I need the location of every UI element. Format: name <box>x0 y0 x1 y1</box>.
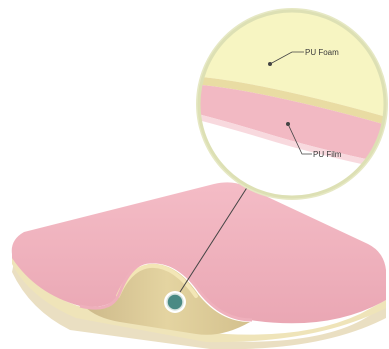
zoom-marker <box>164 291 186 313</box>
foam-label: PU Foam <box>305 48 339 57</box>
magnified-cross-section <box>190 5 389 205</box>
film-label: PU Film <box>313 150 342 159</box>
foam-dressing-pad <box>12 182 386 349</box>
